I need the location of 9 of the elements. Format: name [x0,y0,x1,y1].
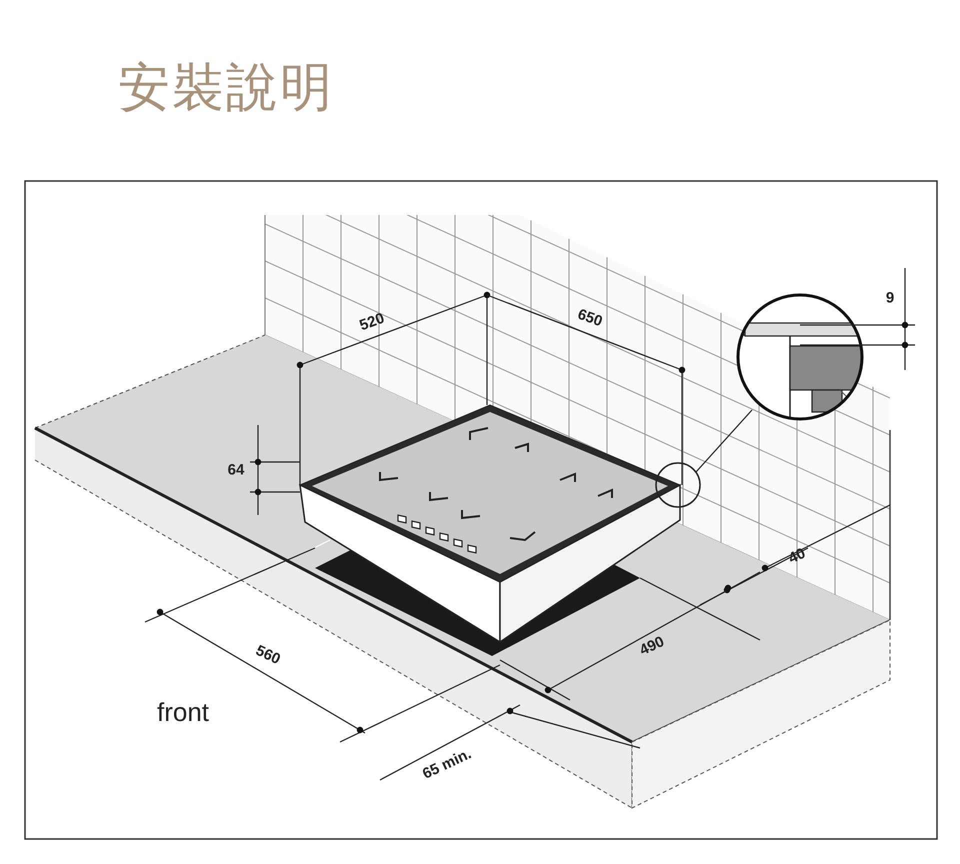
dimension-value: 490 [637,634,667,658]
dimension-value: 64 [228,462,244,478]
dimension-value: 520 [358,310,386,334]
dimension-value: 560 [253,642,283,668]
dimension-value: 65 min. [420,746,474,782]
orientation-label: front [156,699,210,725]
dimension-value: 650 [576,306,604,330]
dimension-value: 9 [886,290,894,306]
title: 安裝說明 [118,60,334,118]
